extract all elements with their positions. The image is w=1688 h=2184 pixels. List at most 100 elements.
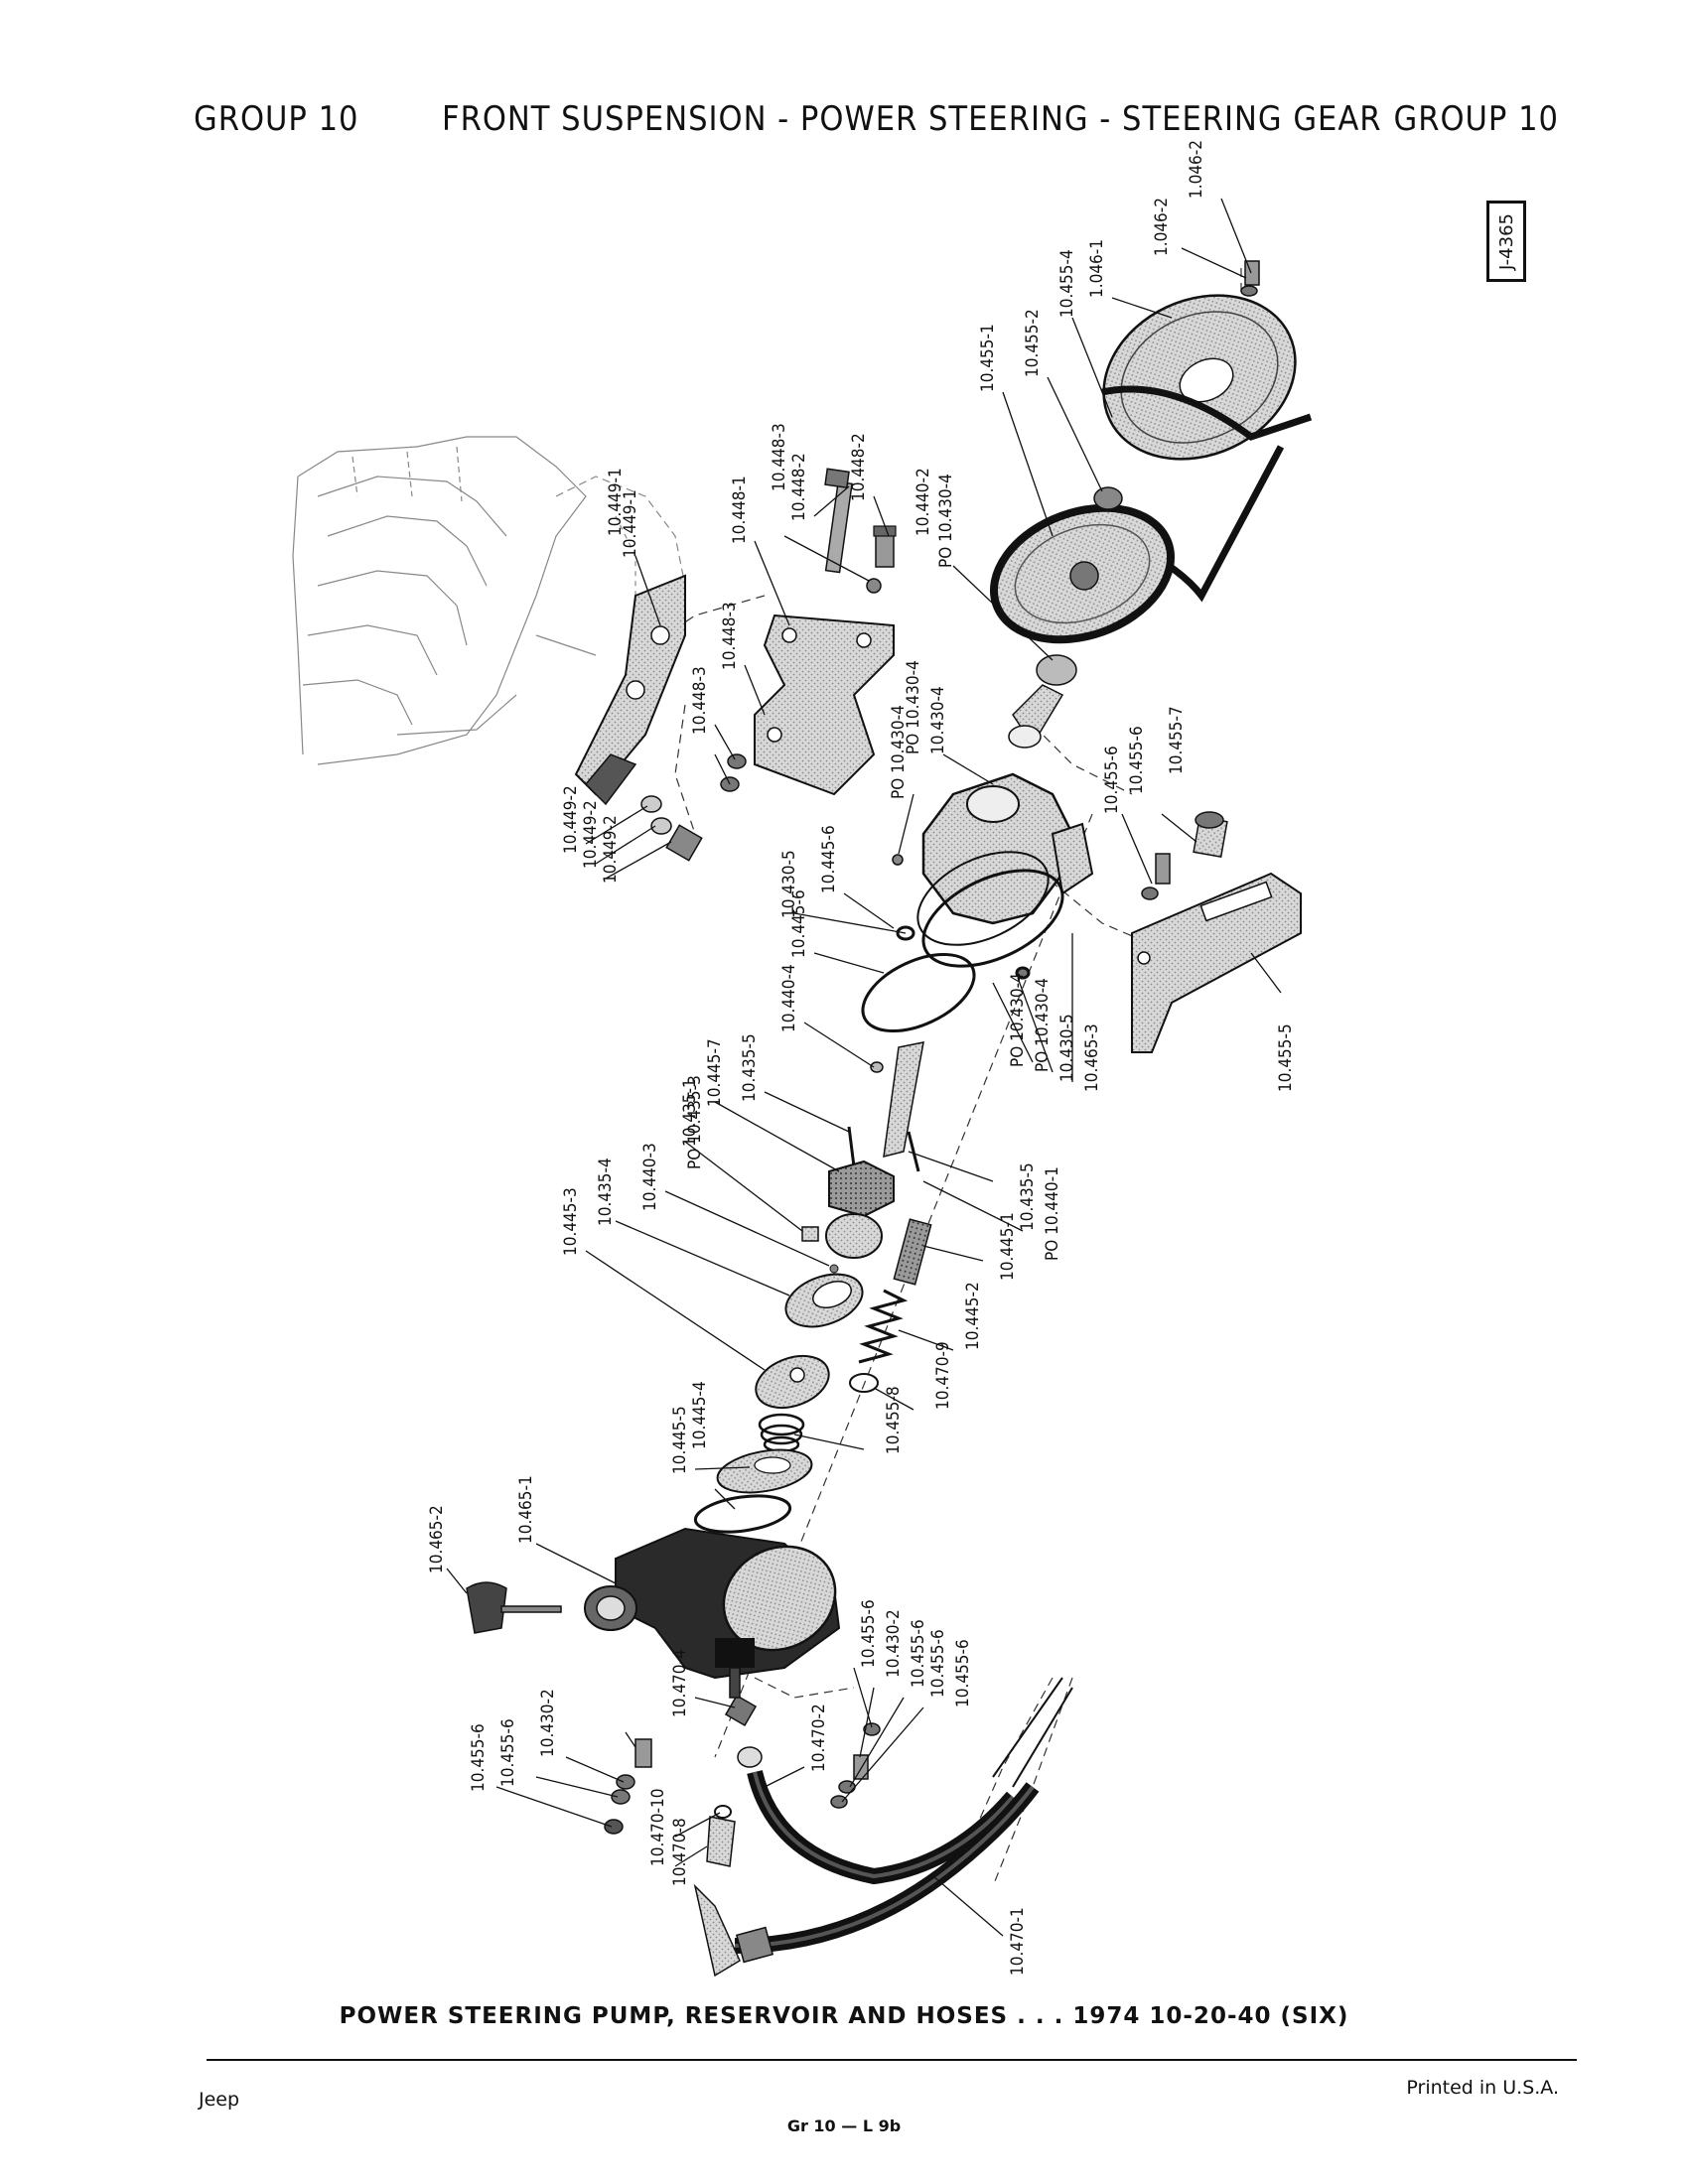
part-number-label: 10.430-5 [779,850,799,918]
part-number-label: 10.445-1 [998,1212,1018,1281]
pump-shaft-10-435-1 [847,1041,924,1172]
vanes-10-440-3 [801,1226,819,1242]
part-number-label: 10.440-3 [640,1143,660,1211]
page-title: FRONT SUSPENSION - POWER STEERING - STEE… [442,99,1382,139]
figure-caption: POWER STEERING PUMP, RESERVOIR AND HOSES… [339,2003,1349,2029]
figure-id-box: J-4365 [1486,201,1526,282]
part-number-label: 10.455-6 [909,1619,928,1688]
bracket-bolt-10-455-6 [1141,853,1171,900]
part-number-label: 10.455-6 [928,1629,948,1698]
reservoir-10-465-1 [584,1527,841,1680]
footer-printed: Printed in U.S.A. [1406,2077,1559,2099]
footer-page-ref: Gr 10 — L 9b [786,2116,902,2135]
pump-housing [916,772,1094,946]
end-plate-assembly [755,1354,830,1410]
retaining-ring [693,1494,792,1534]
part-number-label: 10.455-6 [953,1639,973,1707]
part-number-label: 10.449-1 [621,489,640,558]
part-number-label: 10.448-2 [789,453,809,521]
part-number-label: PO 10.435-3 [685,1075,705,1169]
part-number-label: 10.430-4 [928,686,948,754]
part-number-label: 10.445-4 [690,1381,710,1449]
pump-bracket-10-449-1 [574,574,686,806]
part-number-label: 10.470-9 [933,1341,953,1410]
part-number-label: 10.445-3 [561,1187,581,1256]
rear-bracket-10-455-5 [1131,872,1302,1053]
part-number-label: 10.449-2 [601,815,621,884]
part-number-label: 10.448-3 [720,602,740,670]
reservoir-fittings [604,1667,881,1835]
footer-brand: Jeep [199,2089,240,2111]
part-number-label: 10.435-5 [740,1033,760,1102]
pump-pulley-10-455-1 [989,503,1176,644]
part-number-label: 10.445-6 [819,825,839,893]
part-number-label: 10.455-1 [978,324,998,392]
part-number-label: 1.046-2 [1187,140,1206,199]
part-number-label: 10.448-2 [849,433,869,501]
part-number-label: 1.046-2 [1152,198,1172,256]
part-number-label: 1.046-1 [1087,239,1107,298]
part-number-label: 10.455-6 [1127,726,1147,794]
flow-control-valve-10-445-1 [893,1218,932,1286]
part-number-label: 10.470-10 [648,1789,668,1866]
part-number-label: PO 10.430-4 [936,474,956,568]
part-number-label: 10.445-6 [789,889,809,958]
cam-ring-10-445-3 [784,1273,864,1328]
hose-fittings [693,1746,774,1978]
part-number-label: PO 10.440-1 [1043,1166,1062,1261]
part-number-label: 10.445-2 [963,1282,983,1350]
footer-rule [207,2059,1577,2061]
o-ring-10-470-9 [849,1373,879,1393]
part-number-label: PO 10.430-4 [1033,978,1053,1072]
header-group-right: GROUP 10 [1393,99,1559,139]
header-group-left: GROUP 10 [194,99,359,139]
part-number-label: 10.455-6 [498,1718,518,1787]
part-number-label: 10.449-1 [606,468,626,536]
part-number-label: 10.435-5 [1018,1162,1038,1231]
part-number-label: 10.470-2 [809,1704,829,1772]
pulley-bolt-1-046-2 [1240,260,1260,297]
bracket-boss-10-455-7 [1193,811,1228,859]
small-pin-10-435-4 [829,1264,839,1274]
leader-lines [446,198,1282,1937]
part-number-label: 10.430-2 [538,1689,558,1757]
part-number-label: 10.448-3 [690,666,710,735]
part-number-label: 10.455-6 [1102,746,1122,814]
bracket-nuts-washers [640,578,882,862]
part-number-label: 10.465-1 [516,1475,536,1544]
part-labels: 1.046-2 1.046-2 1.046-1 10.455-4 10.455-2 10.… [427,140,1296,1976]
end-plate-spring-10-455-8 [758,1413,805,1453]
part-number-label: 10.455-7 [1167,706,1187,774]
end-cover-10-445-5 [716,1448,813,1494]
pulley-nut-10-455-2 [1093,486,1123,510]
part-number-label: 10.430-5 [1057,1014,1077,1082]
part-number-label: 10.455-6 [859,1599,879,1668]
part-number-label: 10.440-2 [914,468,933,536]
part-number-label: 10.435-4 [596,1158,616,1226]
part-number-label: 10.455-2 [1023,309,1043,377]
part-number-label: 10.449-2 [581,800,601,869]
part-number-label: PO 10.430-4 [904,660,923,754]
part-number-label: PO 10.430-4 [1008,973,1028,1067]
part-number-label: 10.455-6 [469,1723,489,1792]
part-number-label: 10.470-8 [670,1818,690,1886]
thrust-plate-10-445-7 [828,1160,895,1218]
part-number-label: 10.445-7 [705,1038,725,1107]
bracket-short-bolt [873,525,897,568]
valve-spring-10-445-2 [858,1289,909,1364]
part-number-label: 10.465-2 [427,1505,447,1573]
bracket-long-bolt [824,468,853,574]
part-number-label: 10.455-4 [1057,249,1077,318]
part-number-label: 10.465-3 [1082,1024,1102,1092]
pump-mounting-plate-10-448-1 [754,614,895,796]
part-number-label: 10.440-4 [779,964,799,1032]
housing-small-bolt [892,854,904,866]
part-number-label: 10.445-5 [670,1406,690,1474]
pressure-plate-seals [861,925,1031,1033]
part-number-label: 10.435-1 [680,1078,700,1147]
part-number-label: 10.448-1 [730,476,750,544]
crankshaft-pulley-1-046-1 [1102,294,1297,461]
hoses [734,1677,1073,1954]
part-number-label: 10.455-5 [1276,1024,1296,1092]
